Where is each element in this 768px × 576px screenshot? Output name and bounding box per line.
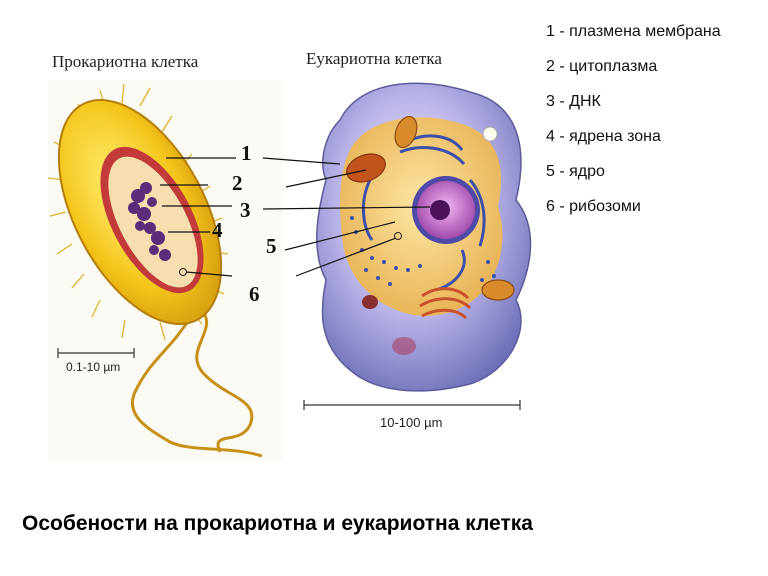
mitochondrion — [394, 115, 418, 149]
prokaryote-leader-lines — [160, 157, 236, 277]
legend-item: 2 - цитоплазма — [546, 58, 658, 75]
prokaryote-cell: 0.1-10 µm Прокариотна клетка — [47, 52, 283, 460]
eukaryote-scale-bar — [303, 400, 521, 410]
callout-3: 3 — [240, 198, 251, 222]
callout-1: 1 — [241, 141, 252, 165]
legend-item: 1 - плазмена мембрана — [546, 23, 721, 40]
prokaryote-scale-label: 0.1-10 µm — [66, 360, 120, 374]
flagellum — [195, 306, 254, 453]
legend: 1 - плазмена мембрана 2 - цитоплазма 3 -… — [546, 22, 721, 232]
slide-caption: Особености на прокариотна и еукариотна к… — [22, 512, 533, 535]
nucleoid-dna — [128, 182, 171, 261]
prokaryote-scale-bar — [57, 348, 135, 358]
rough-er — [361, 134, 486, 292]
flagellum — [131, 317, 263, 458]
ribosomes — [350, 216, 496, 286]
eukaryote-title: Еукариотна клетка — [306, 49, 442, 68]
lysosome — [362, 295, 378, 309]
mitochondrion — [481, 279, 515, 301]
cytoplasm-cut — [108, 156, 198, 288]
mitochondrion — [346, 153, 386, 183]
eukaryote-cell: 10-100 µm Еукариотна клетка — [262, 49, 532, 430]
nucleolus — [430, 200, 450, 220]
prokaryote-title: Прокариотна клетка — [52, 52, 199, 71]
callout-5: 5 — [266, 234, 277, 258]
golgi-apparatus — [419, 287, 472, 320]
eukaryote-scale-label: 10-100 µm — [380, 415, 442, 430]
eukaryote-leader-lines — [262, 157, 431, 277]
callout-numbers: 1 2 3 4 5 6 — [212, 141, 277, 306]
legend-item: 5 - ядро — [546, 163, 605, 180]
callout-6: 6 — [249, 282, 260, 306]
vesicle — [392, 337, 416, 355]
vacuole — [482, 126, 498, 142]
ribosome-marker — [394, 232, 402, 240]
callout-2: 2 — [232, 171, 243, 195]
legend-item: 4 - ядрена зона — [546, 128, 661, 145]
legend-item: 3 - ДНК — [546, 93, 601, 110]
callout-4: 4 — [212, 218, 223, 242]
legend-item: 6 - рибозоми — [546, 198, 641, 215]
